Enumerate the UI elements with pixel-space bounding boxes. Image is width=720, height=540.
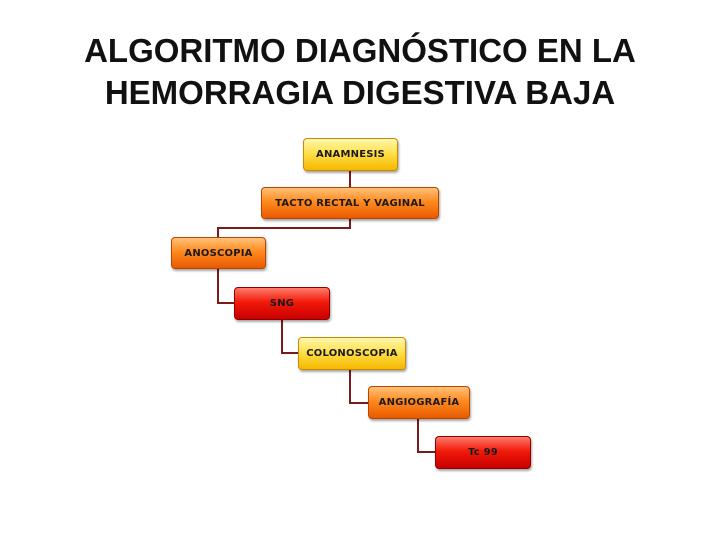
step-tc99: Tc 99 bbox=[435, 436, 531, 469]
page-title: ALGORITMO DIAGNÓSTICO EN LA HEMORRAGIA D… bbox=[0, 30, 720, 114]
step-sng: SNG bbox=[234, 287, 330, 320]
title-line-2: HEMORRAGIA DIGESTIVA BAJA bbox=[104, 74, 616, 111]
step-anamnesis: ANAMNESIS bbox=[303, 138, 398, 171]
step-anamnesis-label: ANAMNESIS bbox=[316, 149, 385, 160]
connector-sng-colonoscopia bbox=[281, 320, 298, 354]
title-line-1: ALGORITMO DIAGNÓSTICO EN LA bbox=[84, 32, 636, 69]
step-tacto-rectal-vaginal: TACTO RECTAL Y VAGINAL bbox=[261, 187, 439, 219]
step-anoscopia-label: ANOSCOPIA bbox=[184, 247, 253, 259]
connector-colonoscopia-angiografia bbox=[349, 370, 368, 404]
step-sng-label: SNG bbox=[269, 298, 295, 309]
connector-tacto-anoscopia bbox=[217, 219, 351, 237]
step-tc99-label: Tc 99 bbox=[468, 447, 498, 458]
step-angiografia-label: ANGIOGRAFÍA bbox=[378, 397, 460, 408]
step-colonoscopia-label: COLONOSCOPIA bbox=[306, 348, 398, 359]
step-colonoscopia: COLONOSCOPIA bbox=[298, 337, 406, 370]
connector-angiografia-tc99 bbox=[417, 419, 435, 453]
step-tacto-rectal-vaginal-label: TACTO RECTAL Y VAGINAL bbox=[275, 197, 425, 209]
step-angiografia: ANGIOGRAFÍA bbox=[368, 386, 470, 419]
step-anoscopia: ANOSCOPIA bbox=[171, 237, 266, 269]
connector-anoscopia-sng bbox=[217, 269, 234, 304]
